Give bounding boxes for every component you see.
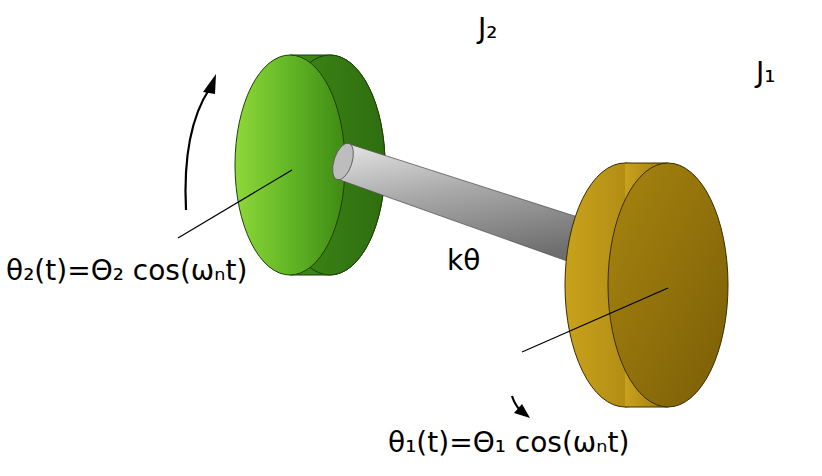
disk-j1 (565, 163, 728, 407)
rotation-arrow (186, 74, 217, 210)
inertia-label: J₁ (756, 58, 775, 89)
motion-equation: θ₁(t)=Θ₁ cos(ωₙt) (388, 428, 629, 459)
axis-line (522, 288, 668, 352)
stiffness-label: kθ (447, 246, 480, 277)
rotation-arrow (512, 396, 530, 418)
motion-equation: θ₂(t)=Θ₂ cos(ωₙt) (6, 256, 247, 287)
inertia-label: J₂ (478, 14, 497, 45)
axis-line (178, 170, 292, 238)
